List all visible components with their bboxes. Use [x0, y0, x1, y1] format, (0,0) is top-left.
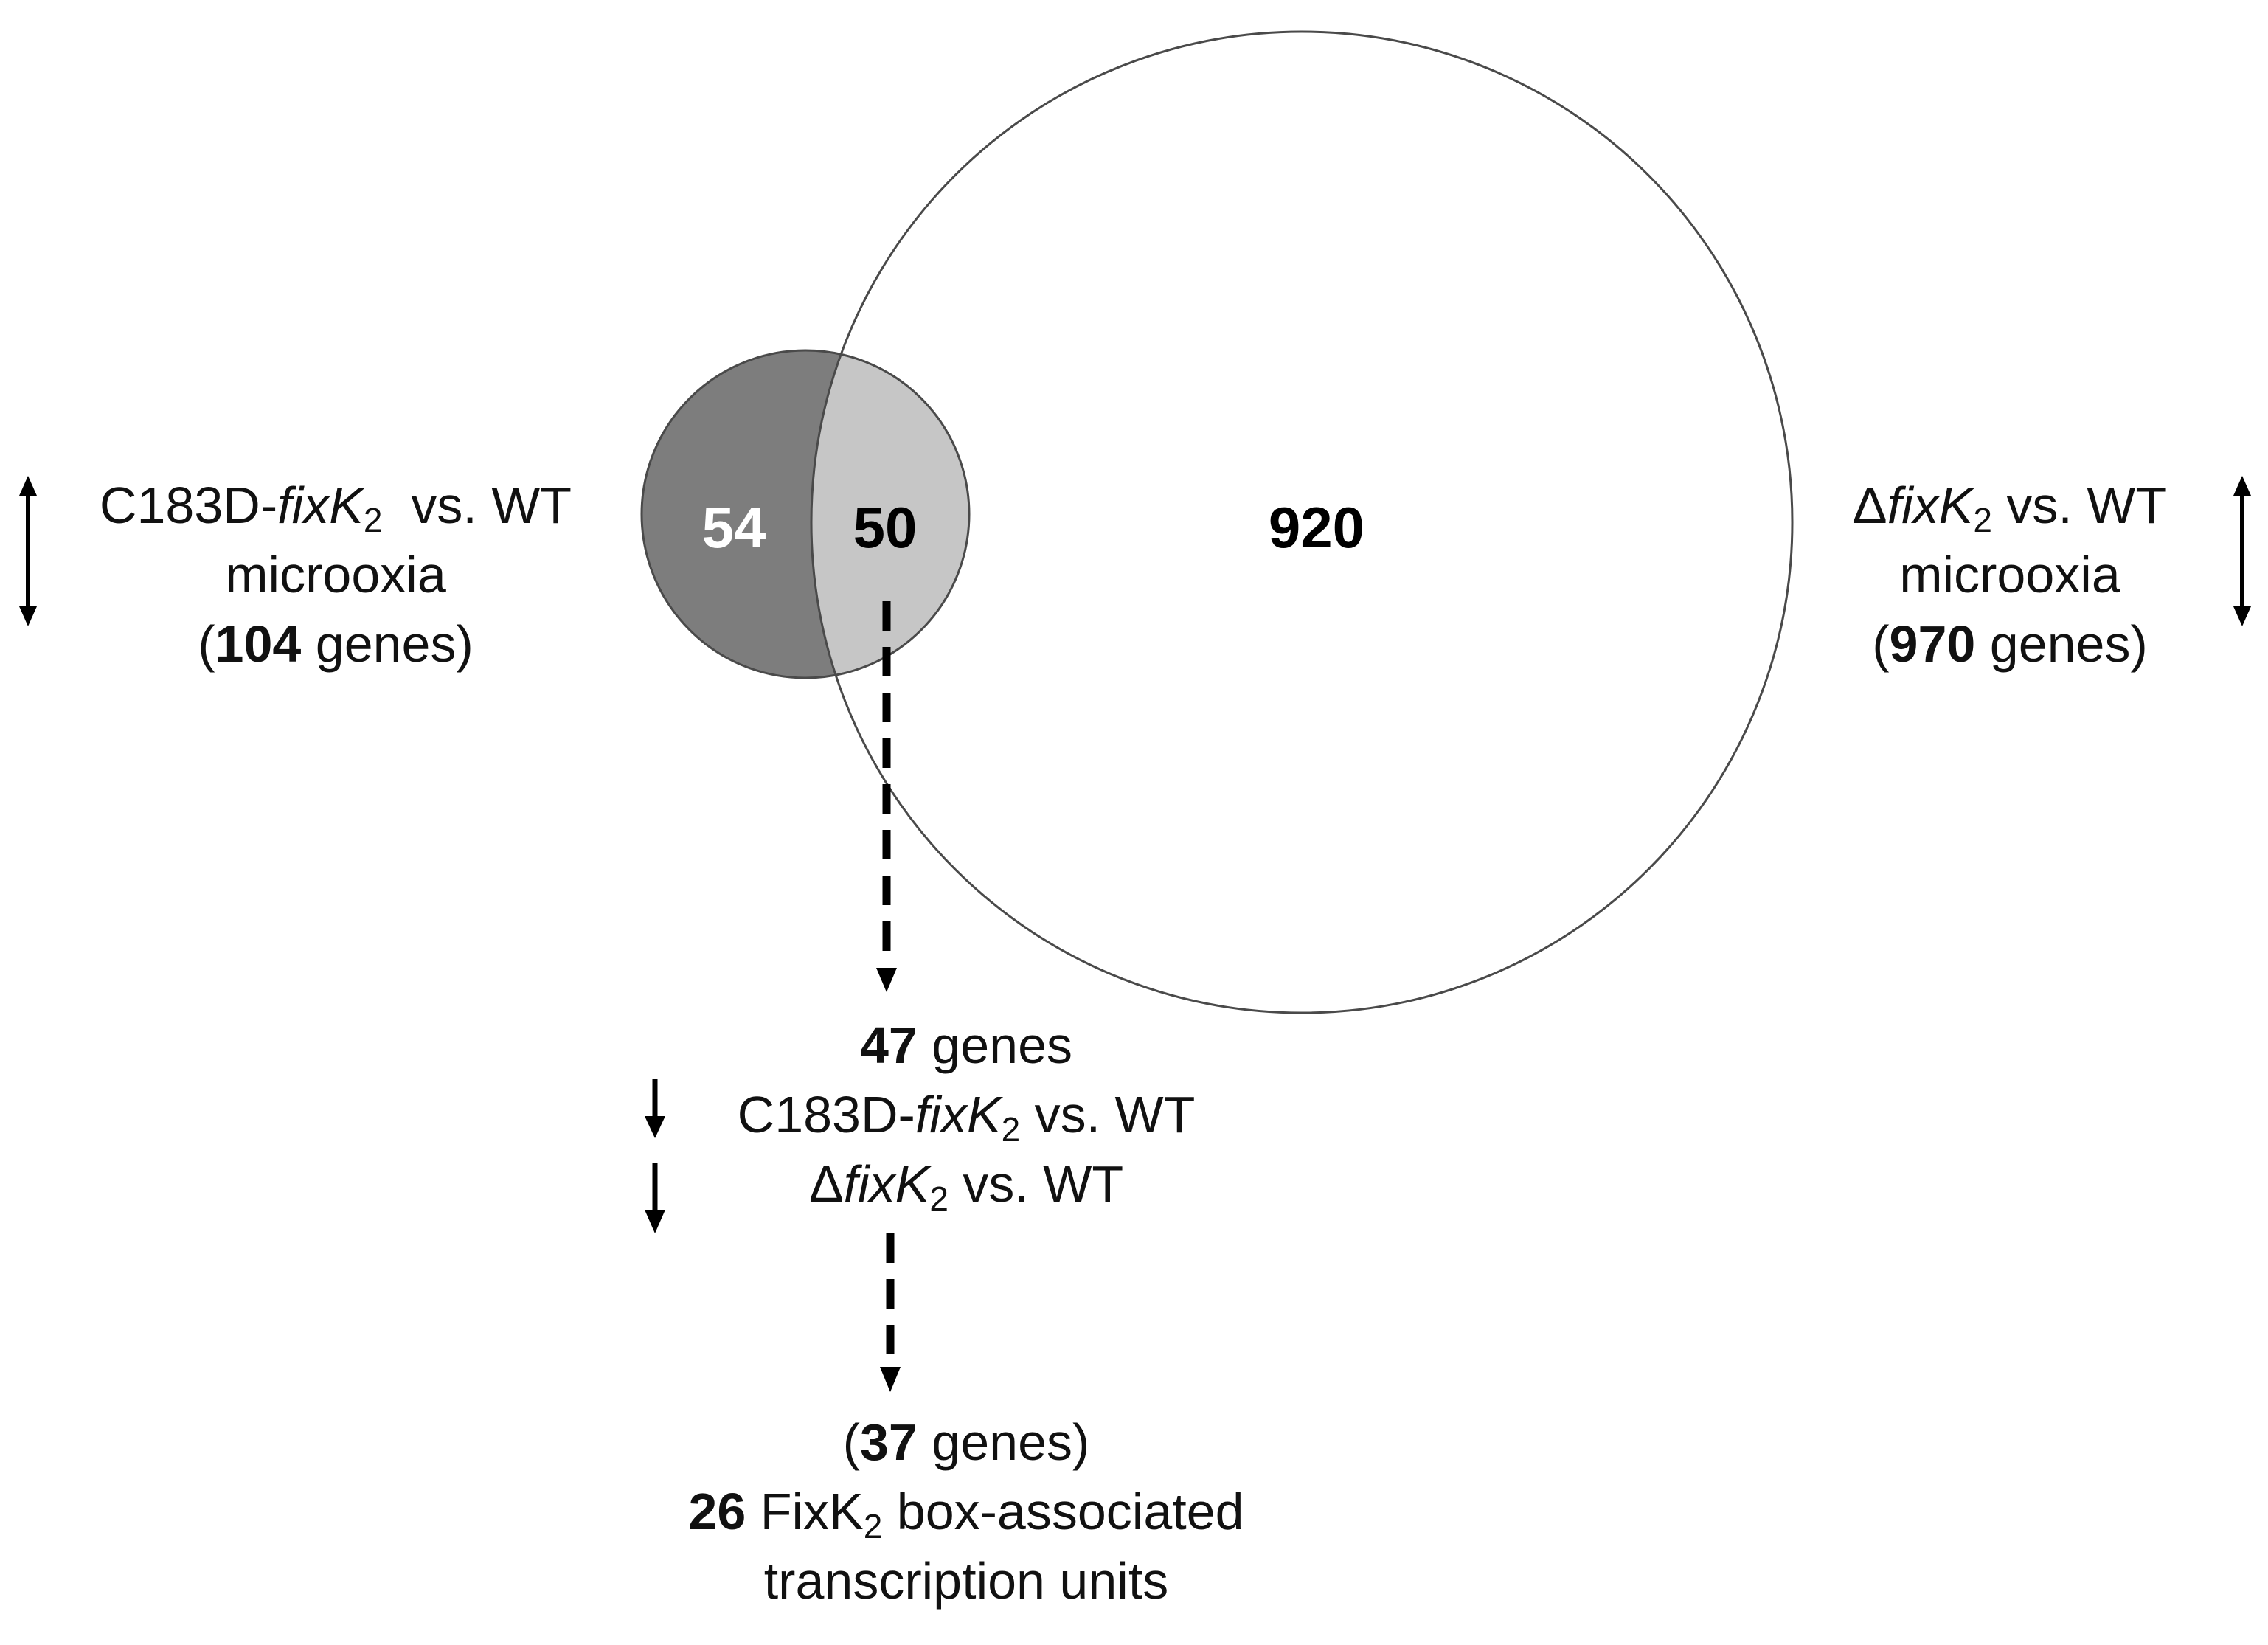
right-set-condition: microoxia	[1899, 546, 2120, 603]
left-set-outline	[640, 349, 971, 679]
down-arrow-icon	[645, 1163, 665, 1233]
final-detail: (37 genes) 26 FixK2 box-associated trans…	[590, 1407, 1342, 1615]
left-set-gene-count: (104 genes)	[198, 615, 474, 673]
left-set-label: C183D-fixK2 vs. WT microoxia (104 genes)	[55, 471, 616, 679]
overlap-detail: 47 genes C183D-fixK2 vs. WT ΔfixK2 vs. W…	[649, 1011, 1283, 1219]
final-detail-units-label: transcription units	[763, 1552, 1169, 1610]
final-detail-gene-count: (37 genes)	[842, 1413, 1090, 1471]
overlap-count: 50	[853, 495, 918, 560]
overlap-region	[811, 350, 969, 678]
left-set-condition: microoxia	[225, 546, 446, 603]
right-only-count: 920	[1268, 495, 1365, 560]
right-set-title: ΔfixK2 vs. WT	[1852, 477, 2168, 539]
final-detail-units: 26 FixK2 box-associated	[688, 1483, 1244, 1545]
right-set-gene-count: (970 genes)	[1872, 615, 2148, 673]
down-arrow-icon	[645, 1079, 665, 1138]
left-set-title: C183D-fixK2 vs. WT	[99, 477, 572, 539]
right-set-circle	[810, 30, 1794, 1014]
dashed-connector-2-head	[880, 1367, 901, 1392]
right-set-label: ΔfixK2 vs. WT microoxia (970 genes)	[1818, 471, 2202, 679]
dashed-connector-1-head	[876, 968, 897, 992]
up-down-arrow-icon	[19, 476, 37, 626]
overlap-detail-comparison-2: ΔfixK2 vs. WT	[808, 1155, 1124, 1218]
overlap-detail-count: 47 genes	[859, 1017, 1073, 1074]
up-down-arrow-icon	[2233, 476, 2251, 626]
overlap-detail-comparison-1: C183D-fixK2 vs. WT	[737, 1086, 1196, 1149]
left-only-count: 54	[701, 495, 766, 560]
